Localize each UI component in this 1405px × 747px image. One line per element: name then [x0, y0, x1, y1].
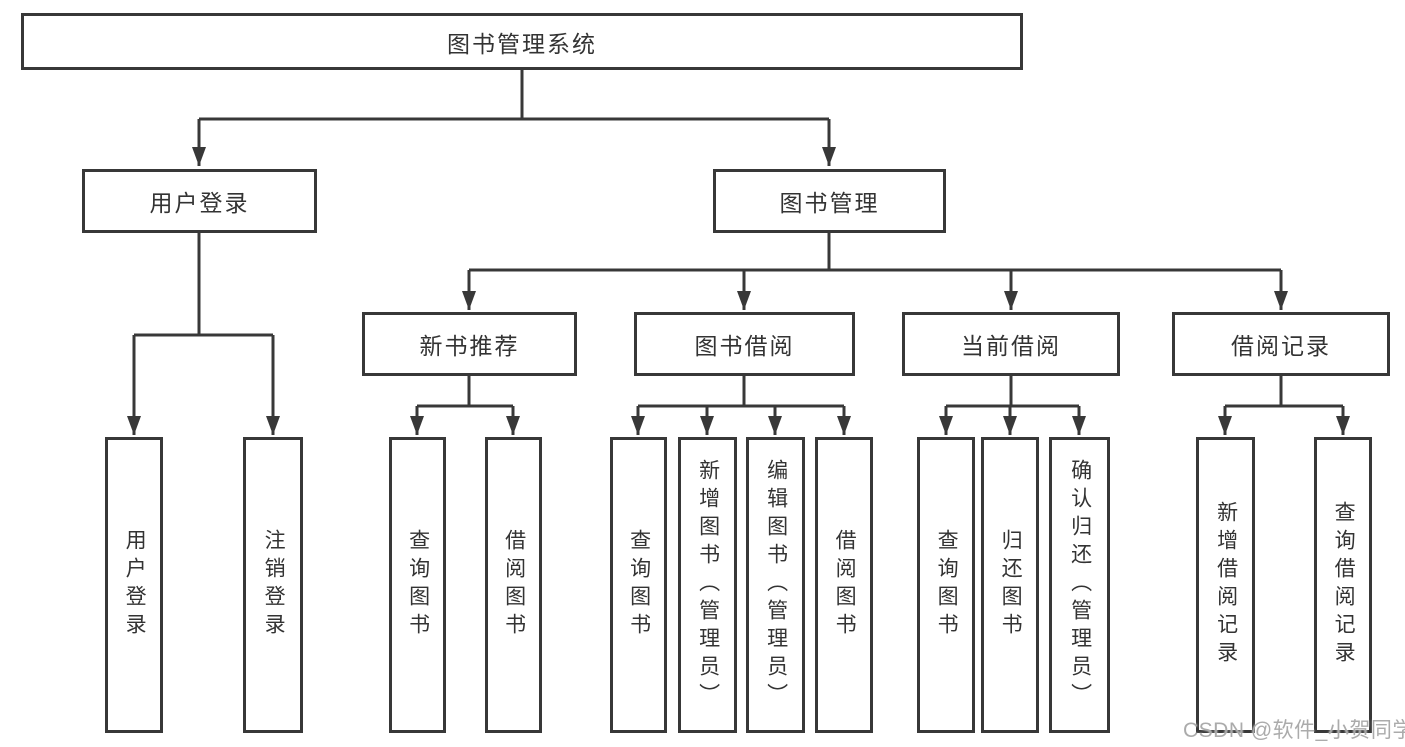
leaf-borrow-book-label: 借阅图书	[833, 529, 857, 641]
leaf-record-query-label: 查询借阅记录	[1332, 501, 1356, 669]
connector-root	[192, 70, 836, 166]
node-user-login-label: 用户登录	[149, 190, 250, 216]
leaf-current-query-label: 查询图书	[935, 529, 959, 641]
leaf-newbook-borrow-label: 借阅图书	[502, 529, 526, 641]
leaf-current-confirm-label: 确认归还（管理员）	[1068, 459, 1092, 711]
node-user-login: 用户登录	[82, 169, 317, 233]
leaf-borrow-query: 查询图书	[610, 437, 667, 733]
leaf-record-query: 查询借阅记录	[1314, 437, 1372, 733]
leaf-current-return-label: 归还图书	[999, 529, 1023, 641]
leaf-borrow-add-label: 新增图书（管理员）	[696, 459, 720, 711]
leaf-current-return: 归还图书	[981, 437, 1039, 733]
connector-book-mgmt	[462, 233, 1288, 310]
leaf-borrow-edit: 编辑图书（管理员）	[746, 437, 805, 733]
node-borrow-record: 借阅记录	[1172, 312, 1390, 376]
node-book-mgmt: 图书管理	[713, 169, 946, 233]
leaf-newbook-borrow: 借阅图书	[485, 437, 542, 733]
watermark: CSDN @软件_小贺同学	[1183, 719, 1405, 742]
leaf-current-confirm: 确认归还（管理员）	[1049, 437, 1110, 733]
leaf-borrow-edit-label: 编辑图书（管理员）	[764, 459, 788, 711]
leaf-newbook-query: 查询图书	[389, 437, 446, 733]
node-book-borrow: 图书借阅	[634, 312, 855, 376]
leaf-record-add: 新增借阅记录	[1196, 437, 1255, 733]
node-root: 图书管理系统	[21, 13, 1023, 70]
leaf-logout-label: 注销登录	[262, 529, 286, 641]
leaf-current-query: 查询图书	[917, 437, 975, 733]
node-current-borrow-label: 当前借阅	[961, 333, 1061, 359]
connector-new-book	[410, 376, 520, 435]
node-borrow-record-label: 借阅记录	[1231, 333, 1331, 359]
connector-borrow-record	[1218, 376, 1350, 435]
connector-current-borrow	[939, 376, 1086, 435]
leaf-borrow-book: 借阅图书	[815, 437, 873, 733]
node-root-label: 图书管理系统	[447, 30, 597, 57]
leaf-logout: 注销登录	[243, 437, 303, 733]
leaf-user-login: 用户登录	[105, 437, 163, 733]
leaf-newbook-query-label: 查询图书	[406, 529, 430, 641]
connector-book-borrow	[631, 376, 851, 435]
node-book-borrow-label: 图书借阅	[694, 333, 795, 359]
node-current-borrow: 当前借阅	[902, 312, 1120, 376]
node-new-book: 新书推荐	[362, 312, 577, 376]
leaf-borrow-add: 新增图书（管理员）	[678, 437, 737, 733]
connector-user-login	[127, 233, 280, 435]
node-book-mgmt-label: 图书管理	[779, 190, 880, 216]
leaf-user-login-label: 用户登录	[123, 529, 147, 641]
leaf-record-add-label: 新增借阅记录	[1214, 501, 1238, 669]
node-new-book-label: 新书推荐	[419, 333, 520, 359]
leaf-borrow-query-label: 查询图书	[627, 529, 651, 641]
